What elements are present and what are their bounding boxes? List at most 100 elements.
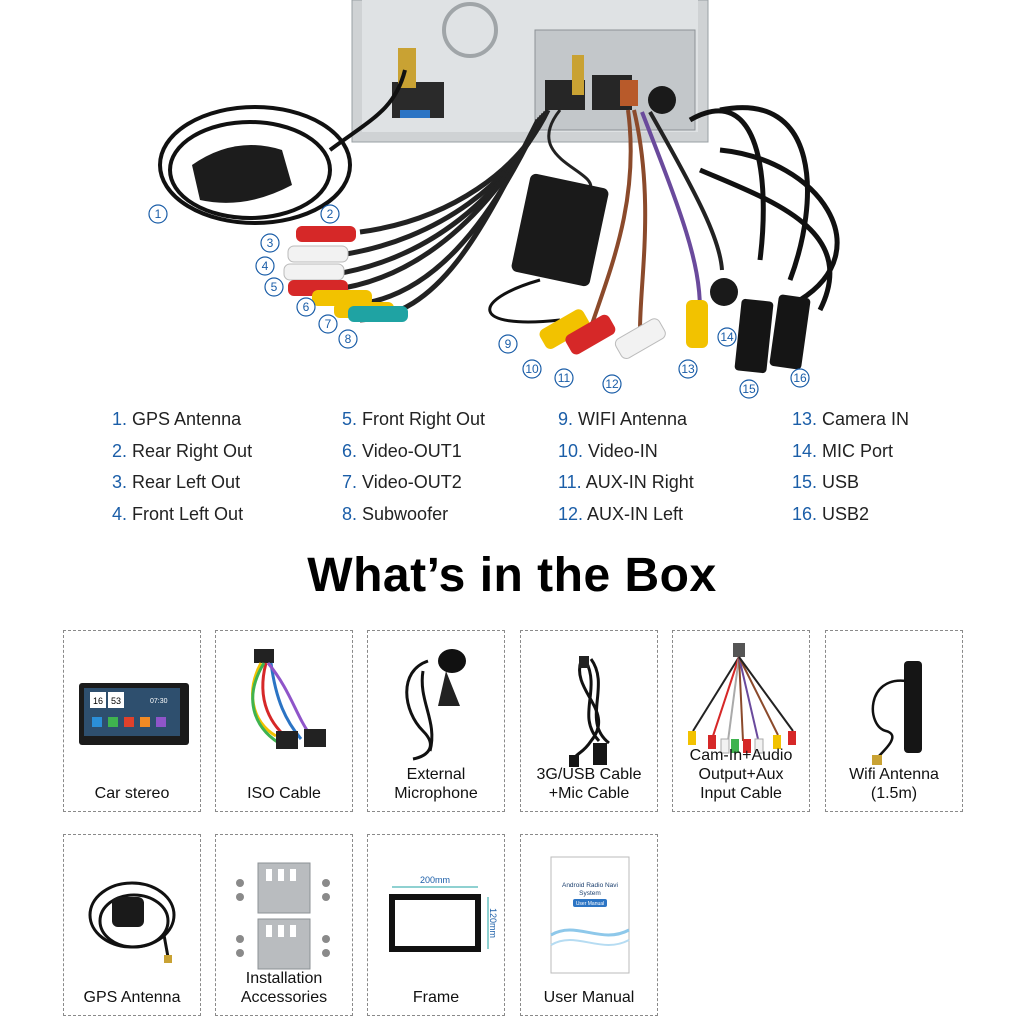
legend-item: 13. Camera IN — [792, 409, 909, 430]
callout-8: 8 — [338, 329, 358, 349]
svg-text:User Manual: User Manual — [576, 901, 604, 907]
callout-6: 6 — [296, 297, 316, 317]
brackets-icon — [236, 862, 330, 970]
svg-text:12: 12 — [605, 377, 619, 391]
svg-text:07:30: 07:30 — [150, 698, 168, 705]
car-stereo-icon: 16 53 07:30 — [79, 683, 189, 745]
legend-label: AUX-IN Left — [587, 504, 684, 524]
svg-text:9: 9 — [505, 337, 512, 351]
legend-label: Rear Left Out — [132, 472, 241, 492]
box-item-label: Frame — [412, 989, 460, 1006]
legend-number: 10. — [558, 441, 589, 461]
svg-text:5: 5 — [271, 280, 278, 294]
svg-text:8: 8 — [345, 332, 352, 346]
manual-icon: Android Radio Navi System User Manual — [550, 856, 630, 974]
legend-number: 8. — [342, 504, 363, 524]
svg-text:Android Radio Navi: Android Radio Navi — [562, 882, 618, 889]
legend-item: 3. Rear Left Out — [112, 472, 240, 493]
box-item-tile: 16 53 07:30 Car stereo — [63, 630, 201, 812]
box-item-tile: ISO Cable — [215, 630, 353, 812]
callout-11: 11 — [554, 368, 574, 388]
box-item-label: 3G/USB Cable+Mic Cable — [536, 766, 642, 802]
callout-12: 12 — [602, 374, 622, 394]
svg-text:4: 4 — [262, 259, 269, 273]
usb-plugs — [734, 294, 811, 374]
svg-text:2: 2 — [327, 207, 334, 221]
rca-plugs-right — [539, 278, 738, 359]
legend-label: GPS Antenna — [132, 409, 242, 429]
legend-number: 2. — [112, 441, 133, 461]
legend-item: 11. AUX-IN Right — [558, 472, 694, 493]
legend-label: Front Right Out — [362, 409, 486, 429]
legend-number: 12. — [558, 504, 588, 524]
svg-text:6: 6 — [303, 300, 310, 314]
box-item-label: Car stereo — [94, 785, 170, 802]
legend-item: 5. Front Right Out — [342, 409, 485, 430]
legend-label: Video-OUT2 — [362, 472, 462, 492]
legend-label: USB2 — [822, 504, 870, 524]
legend-label: MIC Port — [822, 441, 894, 461]
callout-3: 3 — [260, 233, 280, 253]
legend-item: 7. Video-OUT2 — [342, 472, 462, 493]
callout-5: 5 — [264, 277, 284, 297]
callout-14: 14 — [717, 327, 737, 347]
legend-item: 16. USB2 — [792, 504, 869, 525]
callout-13: 13 — [678, 359, 698, 379]
callout-1: 1 — [148, 204, 168, 224]
legend-label: Video-OUT1 — [362, 441, 462, 461]
legend-item: 2. Rear Right Out — [112, 441, 252, 462]
legend-number: 16. — [792, 504, 823, 524]
legend-number: 13. — [792, 409, 823, 429]
callout-9: 9 — [498, 334, 518, 354]
svg-text:7: 7 — [325, 317, 332, 331]
svg-text:System: System — [579, 890, 601, 897]
svg-text:15: 15 — [742, 382, 756, 396]
svg-text:1: 1 — [155, 207, 162, 221]
microphone-icon — [405, 649, 466, 761]
callout-16: 16 — [790, 368, 810, 388]
legend-label: AUX-IN Right — [585, 472, 694, 492]
connector-legend: 1. GPS Antenna 2. Rear Right Out 3. Rear L… — [0, 405, 1024, 535]
frame-icon: 200mm 120mm — [389, 875, 498, 952]
svg-text:53: 53 — [111, 696, 121, 706]
svg-text:3: 3 — [267, 236, 274, 250]
svg-text:120mm: 120mm — [488, 908, 498, 938]
svg-text:16: 16 — [93, 696, 103, 706]
legend-label: USB — [822, 472, 860, 492]
legend-label: Subwoofer — [362, 504, 449, 524]
legend-label: WIFI Antenna — [578, 409, 688, 429]
box-item-tile: Wifi Antenna(1.5m) — [825, 630, 963, 812]
box-item-label: User Manual — [543, 989, 635, 1006]
rca-cable-icon — [688, 643, 796, 754]
callout-2: 2 — [320, 204, 340, 224]
legend-number: 9. — [558, 409, 579, 429]
legend-number: 15. — [792, 472, 823, 492]
svg-text:200mm: 200mm — [420, 875, 450, 885]
wifi-antenna-icon — [871, 661, 922, 765]
box-item-label: GPS Antenna — [83, 989, 181, 1006]
iso-cable-icon — [251, 649, 326, 749]
gps-puck — [192, 145, 292, 203]
box-item-tile: Android Radio Navi System User Manual Us… — [520, 834, 658, 1016]
callout-7: 7 — [318, 314, 338, 334]
legend-label: Video-IN — [588, 441, 658, 461]
wifi-antenna-part — [488, 109, 609, 324]
whats-in-the-box-heading: What’s in the Box — [307, 549, 717, 602]
usb-cables — [688, 105, 840, 312]
legend-number: 14. — [792, 441, 823, 461]
legend-label: Camera IN — [822, 409, 910, 429]
legend-item: 12. AUX-IN Left — [558, 504, 683, 525]
legend-item: 14. MIC Port — [792, 441, 893, 462]
rca-plugs-left — [283, 226, 408, 322]
head-unit-back-panel — [351, 0, 709, 143]
legend-number: 1. — [112, 409, 133, 429]
legend-item: 6. Video-OUT1 — [342, 441, 462, 462]
